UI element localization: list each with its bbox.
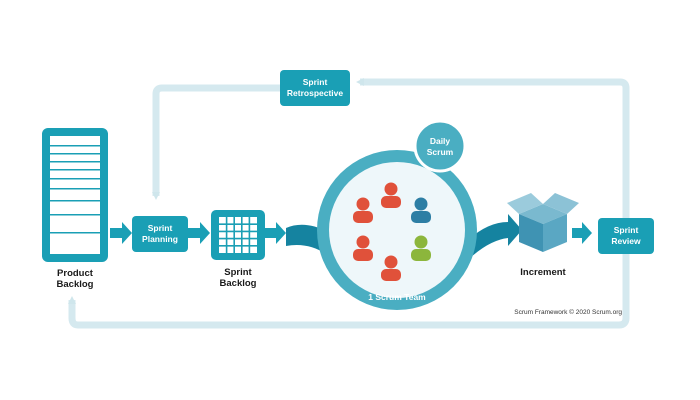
scrum-team-label: 1 Scrum Team — [368, 292, 426, 302]
feedback-loops — [68, 78, 630, 329]
daily-scrum-bubble: Daily Scrum — [413, 119, 467, 173]
arrow-planning-to-sprint-backlog — [188, 222, 210, 244]
sprint-retrospective-box: Sprint Retrospective — [280, 70, 350, 106]
box-icon — [507, 193, 579, 252]
person-icon — [411, 235, 431, 261]
sprint-planning-box: Sprint Planning — [132, 216, 188, 252]
swoosh-out-of-sprint — [468, 214, 522, 258]
sprint-retrospective-label-1: Sprint — [303, 77, 328, 87]
arrow-increment-to-review — [572, 222, 592, 244]
person-icon — [381, 182, 401, 208]
sprint-planning-label-2: Planning — [142, 234, 178, 244]
sprint-review-label-2: Review — [611, 236, 641, 246]
sprint-cycle: 1 Scrum Team — [317, 150, 477, 310]
sprint-retrospective-label-2: Retrospective — [287, 88, 343, 98]
sprint-review-label-1: Sprint — [614, 225, 639, 235]
person-icon — [381, 255, 401, 281]
loop-review-to-retrospective — [356, 78, 630, 218]
person-icon — [353, 197, 373, 223]
loop-review-to-product-backlog — [68, 254, 630, 329]
arrow-backlog-to-planning — [110, 222, 132, 244]
product-backlog: Product Backlog — [42, 128, 108, 290]
sprint-review-box: Sprint Review — [598, 218, 654, 254]
sprint-backlog-label-2: Backlog — [220, 278, 257, 289]
daily-scrum-label-1: Daily — [430, 136, 451, 146]
credit-text: Scrum Framework © 2020 Scrum.org — [514, 308, 622, 316]
sprint-backlog: Sprint Backlog — [211, 210, 265, 289]
person-icon — [353, 235, 373, 261]
product-backlog-label-1: Product — [57, 268, 94, 279]
daily-scrum-label-2: Scrum — [427, 147, 454, 157]
sprint-backlog-label-1: Sprint — [224, 267, 252, 278]
product-backlog-label-2: Backlog — [57, 279, 94, 290]
increment: Increment — [507, 193, 579, 278]
sprint-planning-label-1: Sprint — [148, 223, 173, 233]
person-icon — [411, 197, 431, 223]
scrum-team-people — [353, 182, 431, 281]
loop-retrospective-to-planning — [152, 84, 280, 200]
flow-arrows — [110, 214, 592, 258]
increment-label: Increment — [520, 267, 566, 278]
arrow-sprint-backlog-to-sprint — [265, 222, 286, 244]
